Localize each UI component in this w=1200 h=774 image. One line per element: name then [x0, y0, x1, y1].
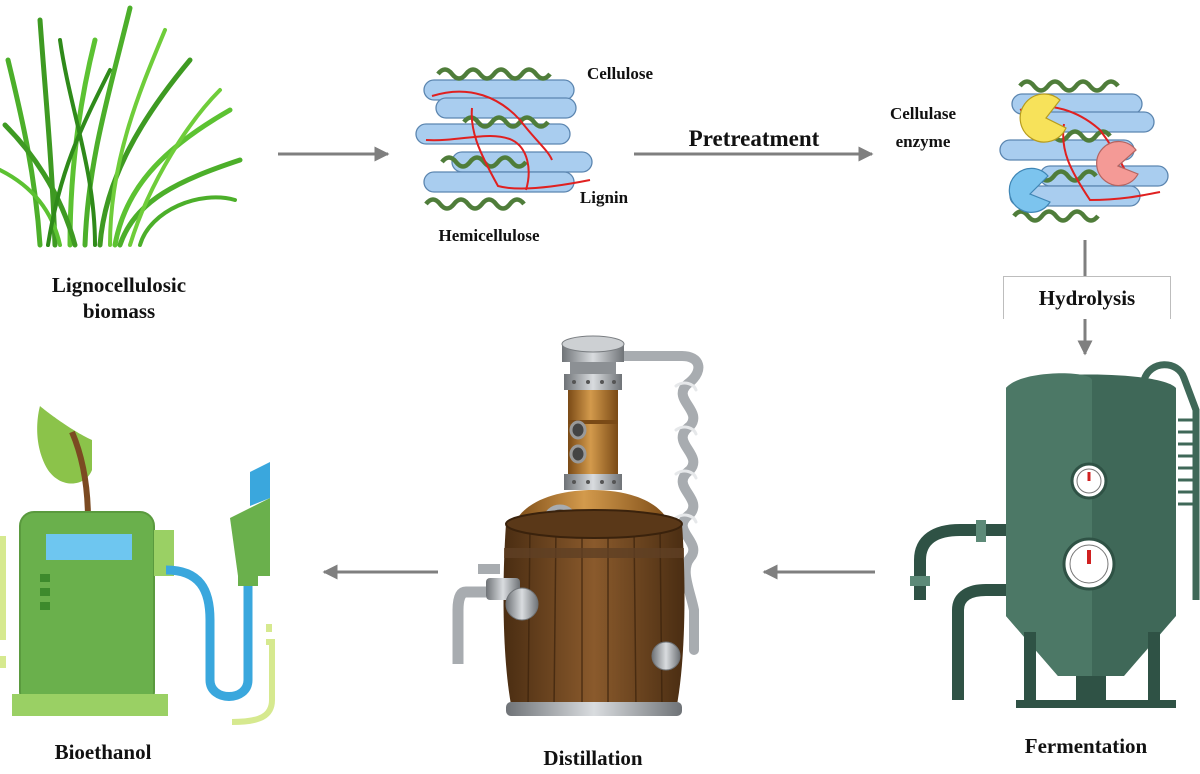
lignocellulose-structure-icon [415, 67, 593, 211]
process-arrows [278, 146, 1093, 580]
enzyme-pink-icon [1096, 140, 1139, 187]
fuel-pump-leaf-icon [0, 406, 275, 725]
enzyme-hydrolysis-icon [999, 79, 1169, 223]
distillation-still-icon [452, 335, 704, 716]
fermentation-tank-icon [910, 361, 1200, 708]
label-bioethanol: Bioethanol [54, 740, 152, 764]
enzyme-yellow-icon [1019, 93, 1067, 143]
label-distillation: Distillation [543, 746, 643, 770]
label-fermentation: Fermentation [1024, 734, 1148, 758]
grass-icon [0, 5, 243, 248]
label-cellulase-enzyme: Cellulase enzyme [889, 104, 957, 151]
label-hemicellulose: Hemicellulose [438, 226, 540, 245]
label-cellulose: Cellulose [586, 64, 654, 83]
label-lignocellulosic-biomass: Lignocellulosic biomass [51, 273, 187, 323]
label-lignin: Lignin [579, 188, 629, 207]
label-pretreatment: Pretreatment [688, 126, 820, 151]
hydrolysis-box [1003, 276, 1171, 319]
enzyme-blue-icon [1008, 167, 1051, 213]
label-hydrolysis: Hydrolysis [1038, 286, 1136, 310]
